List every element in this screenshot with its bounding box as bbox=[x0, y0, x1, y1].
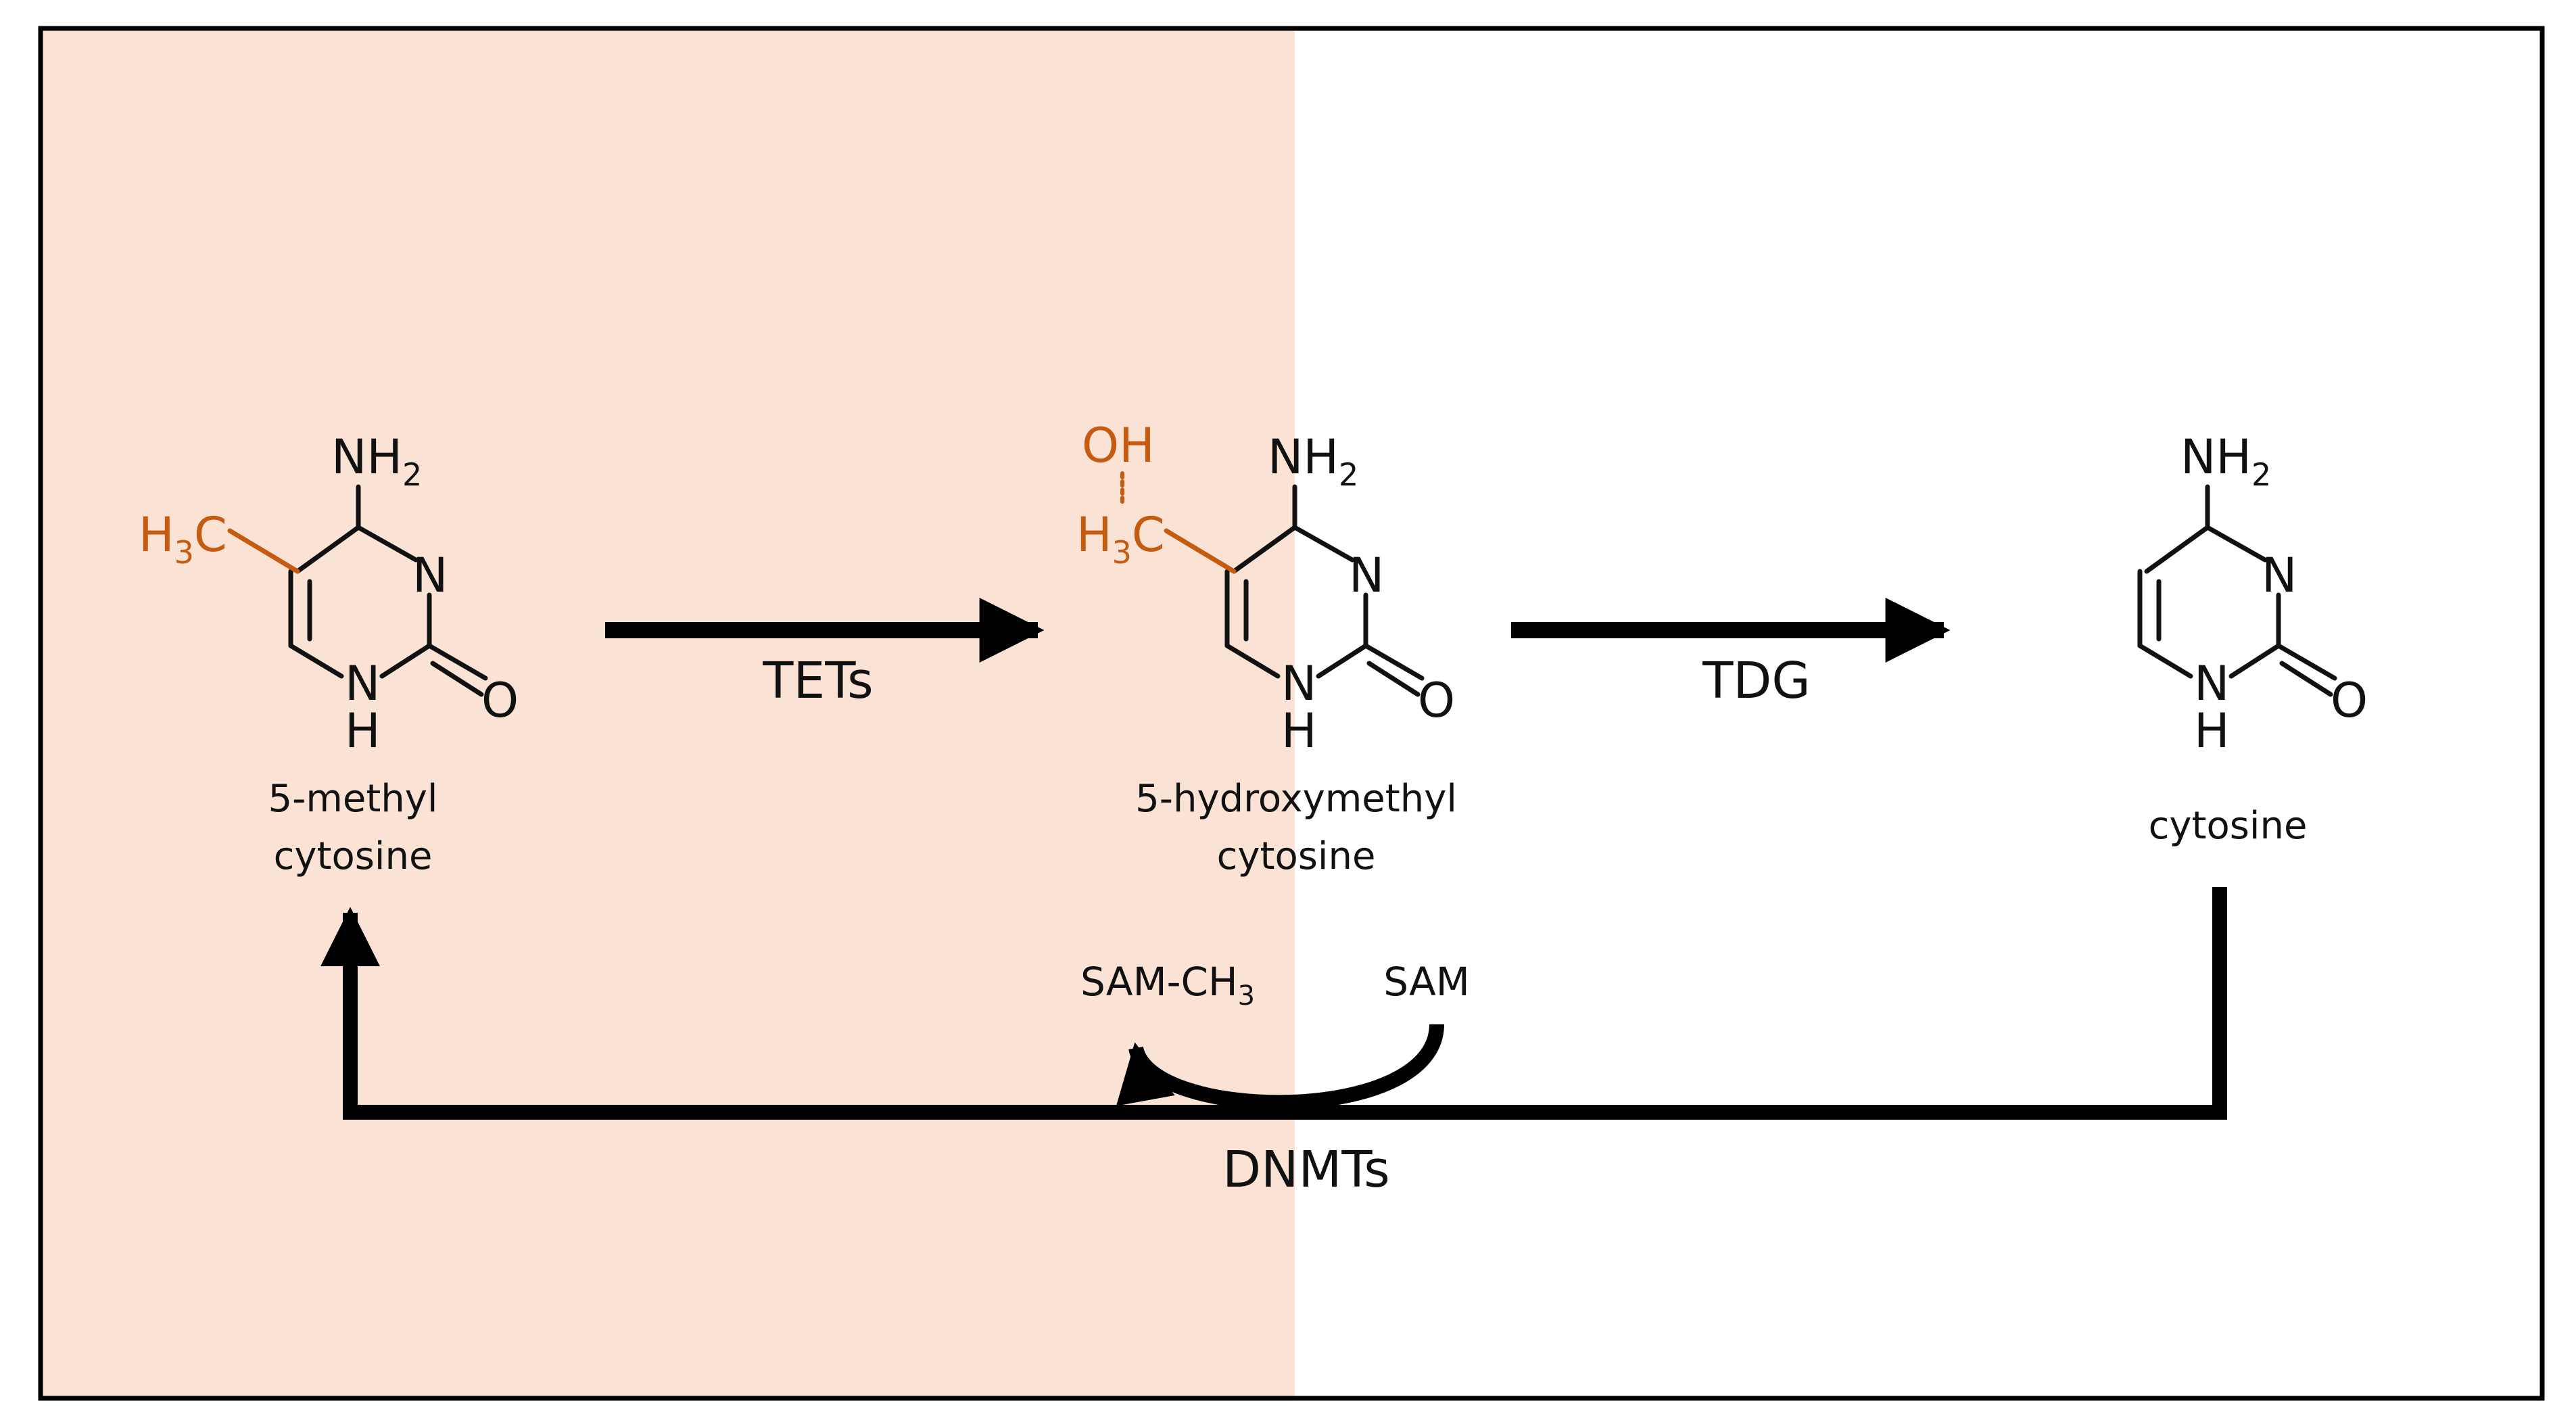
diagram-frame bbox=[38, 26, 2545, 1401]
carbonyl-oxygen-label: O bbox=[2331, 673, 2368, 728]
sam-label: SAM bbox=[1383, 959, 1470, 1005]
dnmt-return-path bbox=[320, 887, 2227, 1120]
molecule-5-methylcytosine-labels: NH2 N N H O H3C bbox=[139, 429, 519, 759]
amino-group-label: NH2 bbox=[2180, 429, 2271, 493]
molecule-5-hydroxymethylcytosine-labels: NH2 N N H O OH H3C bbox=[1076, 418, 1455, 759]
tdg-enzyme-label: TDG bbox=[1702, 652, 1811, 710]
hydroxyl-group-label: OH bbox=[1082, 418, 1155, 473]
molecule-cytosine bbox=[2137, 484, 2337, 697]
molecule-cytosine-labels: NH2 N N H O bbox=[2180, 429, 2368, 759]
dnmt-enzyme-label: DNMTs bbox=[1222, 1141, 1390, 1199]
carbonyl-oxygen-label: O bbox=[481, 673, 519, 728]
amino-group-label: NH2 bbox=[331, 429, 422, 493]
molecule-5-hydroxymethylcytosine bbox=[1120, 471, 1425, 697]
molecule-name-5-hydroxymethyl: 5-hydroxymethyl bbox=[1135, 777, 1457, 821]
molecule-5-methylcytosine bbox=[227, 484, 488, 697]
carbonyl-oxygen-label: O bbox=[1418, 673, 1455, 728]
methylated-region-shading bbox=[41, 28, 1295, 1398]
ring-nitrogen-label: N bbox=[1349, 548, 1384, 603]
molecule-name-cytosine-1: cytosine bbox=[274, 834, 433, 878]
ring-nh-n-label: N bbox=[1281, 656, 1316, 711]
methyl-group-label: H3C bbox=[1076, 507, 1165, 571]
methyl-group-label: H3C bbox=[139, 507, 227, 571]
sam-ch3-label: SAM-CH3 bbox=[1080, 959, 1255, 1012]
ring-nh-h-label: H bbox=[1281, 703, 1317, 759]
sam-cofactor-arrow bbox=[1116, 1024, 1444, 1110]
ring-nh-h-label: H bbox=[2194, 703, 2230, 759]
molecule-name-cytosine-2: cytosine bbox=[1217, 834, 1376, 878]
molecule-name-cytosine-3: cytosine bbox=[2149, 804, 2308, 848]
ring-nitrogen-label: N bbox=[412, 548, 448, 603]
ring-nh-n-label: N bbox=[345, 656, 380, 711]
ring-nh-n-label: N bbox=[2194, 656, 2229, 711]
ring-nh-h-label: H bbox=[345, 703, 381, 759]
ring-nitrogen-label: N bbox=[2262, 548, 2297, 603]
tet-enzyme-label: TETs bbox=[762, 652, 873, 710]
molecule-name-5-methyl: 5-methyl bbox=[268, 777, 438, 821]
amino-group-label: NH2 bbox=[1268, 429, 1358, 493]
